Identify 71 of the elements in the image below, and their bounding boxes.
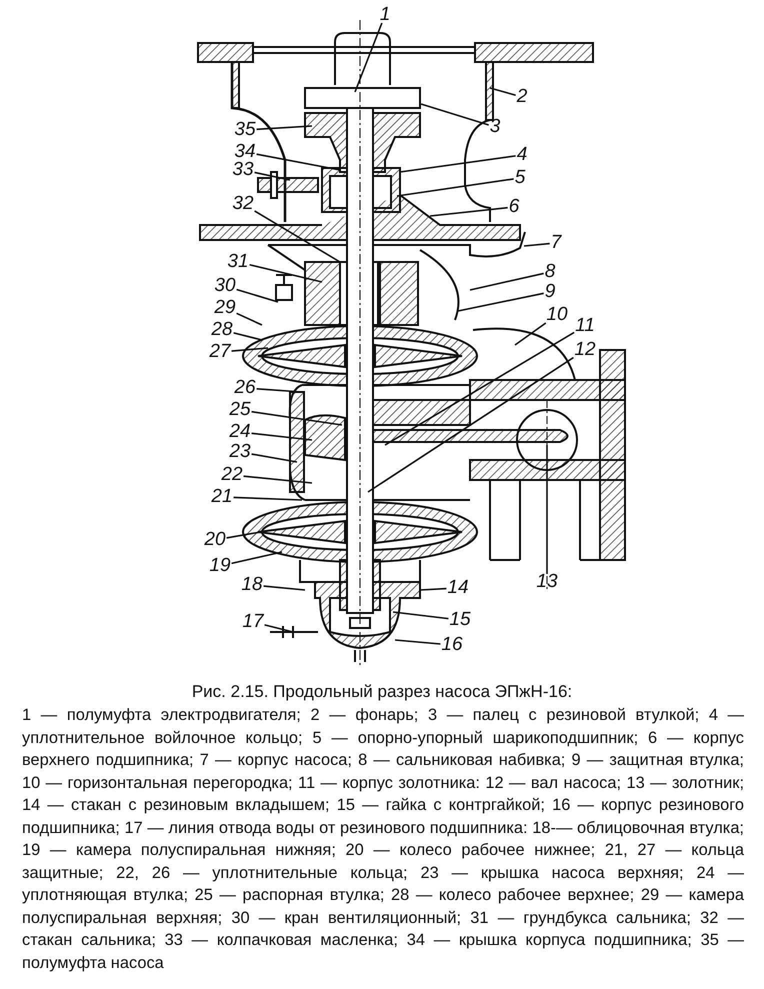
callout-number: 9	[544, 282, 556, 302]
callout-number: 26	[234, 378, 256, 398]
callout-number: 17	[242, 612, 264, 632]
leader-line	[368, 356, 574, 493]
callout-number: 10	[546, 305, 568, 325]
leader-line	[226, 529, 272, 539]
callout-number: 13	[536, 572, 558, 592]
figure-caption: Рис. 2.15. Продольный разрез насоса ЭПжН-16:	[190, 681, 574, 703]
leader-line	[234, 496, 302, 501]
callout-number: 11	[575, 316, 595, 336]
callout-number: 7	[550, 233, 562, 253]
leader-line	[384, 332, 575, 446]
callout-number: 20	[204, 530, 226, 550]
callout-number: 32	[232, 194, 254, 214]
leader-line	[251, 432, 312, 441]
leader-line	[420, 588, 446, 591]
leader-line	[430, 206, 508, 217]
callout-number: 1	[380, 5, 390, 25]
callout-number: 14	[447, 578, 469, 598]
callout-number: 2	[516, 87, 528, 107]
callout-number: 12	[574, 340, 596, 360]
leader-line	[254, 210, 340, 263]
callout-number: 16	[441, 635, 463, 655]
leader-line	[394, 639, 440, 645]
leader-line	[392, 611, 449, 620]
callout-number: 33	[232, 160, 254, 180]
leader-line	[236, 288, 278, 303]
leader-line	[254, 172, 290, 181]
callout-number: 22	[221, 465, 243, 485]
callout-number: 24	[229, 422, 251, 442]
leader-line	[420, 103, 489, 126]
leader-line	[400, 155, 516, 173]
callout-number: 28	[211, 320, 233, 340]
leader-line	[256, 125, 312, 130]
parts-list-paragraph: 1 — полумуфта электродвигателя; 2 — фонарь; 3 — палец с резиновой втулкой; 4 — уплотнительное войлочное кольцо; 5 — опорно-упорный шарикоподшипник; 6 — корпус верхнего подшипника; 7 — корпус насоса; 8 — сальниковая набивка; 9 — защитная втулка; 10 — горизонтальная перегородка; 11 — корпус золотника: 12 — вал насоса; 13 — золотник; 14 — стакан с резиновым вкладышем; 15 — гайка с контргайкой; 16 — корпус резинового подшипника; 17 — линия отвода воды от резинового подшипника: 18-— облицовочная втулка; 19 — камера полуспиральная нижняя; 20 — колесо рабочее нижнее; 21, 27 — кольца защитные; 22, 26 — уплотнительные кольца; 23 — крышка насоса верхняя; 24 — уплотняющая втулка; 25 — распорная втулка; 28 — колесо рабочее верхнее; 29 — камера полуспиральная верхняя; 30 — кран вентиляционный; 31 — грундбукса сальника; 32 — стакан сальника; 33 — колпачковая масленка; 34 — крышка корпуса подшипника; 35 — полумуфта насоса	[22, 705, 744, 974]
leader-line	[524, 242, 550, 247]
leader-line	[256, 153, 340, 171]
callout-number: 4	[516, 145, 528, 165]
callout-number: 34	[234, 142, 256, 162]
callout-number: 35	[234, 120, 256, 140]
callout-number: 6	[508, 197, 520, 217]
leader-line	[236, 312, 262, 326]
leader-line	[233, 332, 262, 341]
leader-line	[264, 624, 294, 633]
callout-number: 27	[209, 342, 231, 362]
leader-line	[243, 475, 312, 484]
callout-number: 29	[214, 298, 236, 318]
callout-number: 21	[211, 487, 233, 507]
leader-line	[546, 445, 548, 574]
leader-line	[232, 347, 268, 352]
callout-number: 31	[227, 252, 249, 272]
callout-number: 15	[449, 610, 471, 630]
callout-number: 5	[514, 168, 526, 188]
leader-line	[514, 322, 546, 346]
callout-number: 19	[209, 556, 231, 576]
leader-line	[470, 272, 544, 291]
leader-line	[264, 585, 306, 591]
leader-line	[249, 264, 322, 283]
leader-line	[354, 22, 383, 92]
callout-number: 3	[490, 117, 500, 137]
leader-line	[396, 178, 514, 197]
leader-line	[458, 292, 544, 312]
callout-number: 8	[544, 262, 556, 282]
leader-line	[231, 551, 282, 564]
callout-number: 25	[229, 400, 251, 420]
leader-line	[251, 410, 342, 426]
callout-number: 30	[214, 276, 236, 296]
callout-number: 18	[241, 575, 263, 595]
leader-line	[251, 453, 298, 463]
leader-line	[490, 87, 516, 96]
callout-number: 23	[229, 442, 251, 462]
